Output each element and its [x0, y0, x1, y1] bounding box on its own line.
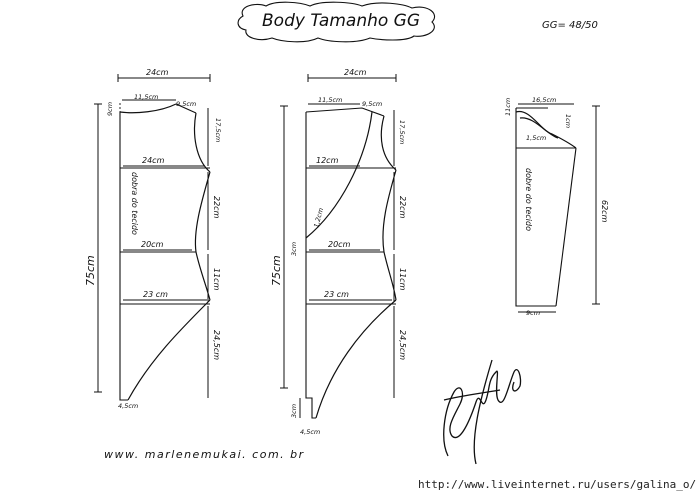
back-crotch: 4,5cm: [300, 428, 320, 436]
title-cloud: [237, 1, 436, 43]
watermark-url: http://www.liveinternet.ru/users/galina_…: [418, 478, 696, 491]
front-neck-width: 11,5cm: [134, 93, 158, 101]
sleeve-pattern-piece: [515, 107, 577, 307]
front-chest-to-waist: 22cm: [212, 196, 221, 219]
back-waist-width: 20cm: [328, 240, 351, 249]
front-total-length: 75cm: [84, 255, 97, 286]
website-url: www. marlenemukai. com. br: [104, 448, 305, 461]
front-shoulder: 9,5cm: [176, 100, 196, 108]
back-hip-width: 23 cm: [324, 290, 349, 299]
front-neck-depth: 9cm: [106, 102, 114, 116]
back-shoulder: 9,5cm: [362, 100, 382, 108]
back-total-length: 75cm: [270, 255, 283, 286]
sleeve-top-width: 16,5cm: [532, 96, 556, 104]
back-chest-width: 12cm: [316, 156, 339, 165]
front-crotch: 4,5cm: [118, 402, 138, 410]
back-crotch-height: 3cm: [290, 404, 298, 418]
front-waist-width: 20cm: [141, 240, 164, 249]
sleeve-length: 62cm: [600, 200, 609, 223]
front-hip-to-hem: 24,5cm: [212, 330, 221, 360]
back-curve-offset: 1,2cm: [312, 207, 325, 229]
front-pattern-piece: [119, 103, 211, 401]
sleeve-fold-label: dobre do tecido: [524, 168, 533, 231]
front-fold-label: dobra do tecido: [130, 172, 139, 235]
back-top-width: 24cm: [344, 68, 367, 77]
size-note: GG= 48/50: [542, 20, 598, 31]
back-waist-offset: 3cm: [290, 242, 298, 256]
back-neck-width: 11,5cm: [318, 96, 342, 104]
sleeve-cuff-width: 9cm: [526, 309, 540, 317]
author-signature: [443, 359, 522, 465]
front-waist-to-hip: 11cm: [212, 268, 221, 291]
back-hip-to-hem: 24,5cm: [398, 330, 407, 360]
back-armhole-depth: 17,5cm: [398, 120, 406, 144]
front-top-width: 24cm: [146, 68, 169, 77]
sleeve-cap-offset: 1,5cm: [526, 134, 546, 142]
sleeve-cap-height: 11cm: [504, 98, 512, 116]
page-title: Body Tamanho GG: [262, 11, 420, 31]
sleeve-cap-side: 1cm: [564, 114, 572, 128]
back-chest-to-waist: 22cm: [398, 196, 407, 219]
back-waist-to-hip: 11cm: [398, 268, 407, 291]
back-pattern-piece: [305, 107, 397, 419]
front-armhole-depth: 17,5cm: [214, 118, 222, 142]
front-chest-width: 24cm: [142, 156, 165, 165]
front-hip-width: 23 cm: [143, 290, 168, 299]
